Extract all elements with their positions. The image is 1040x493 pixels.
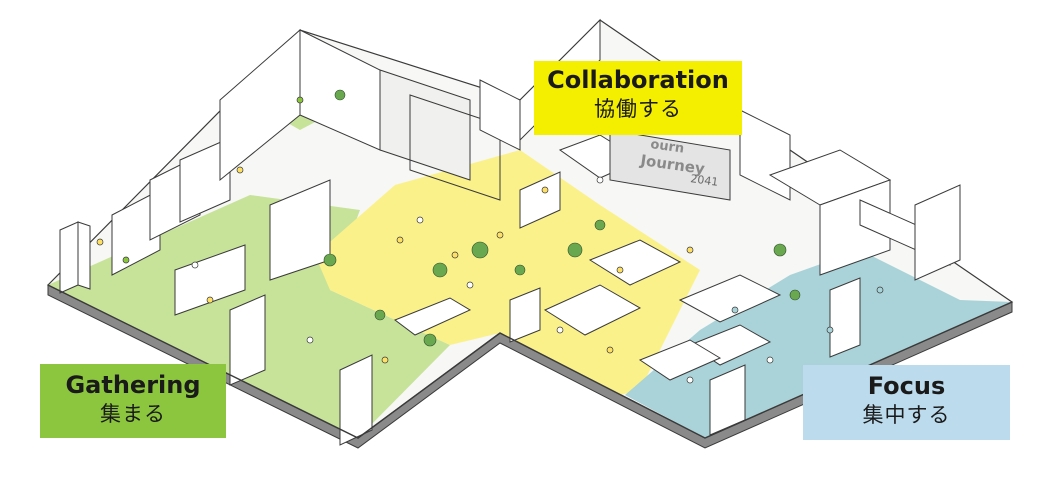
focus-subtitle: 集中する [862,403,951,427]
collaboration-floor [315,150,700,395]
zone-label-focus: Focus 集中する [803,365,1010,440]
banner-line1: ourn [649,137,685,157]
collaboration-title: Collaboration [547,66,729,94]
center-meeting-rooms [379,18,601,201]
focus-title: Focus [867,372,946,400]
collaboration-subtitle: 協働する [594,97,682,121]
people [96,96,884,384]
zone-label-collaboration: Collaboration 協働する [534,61,742,135]
plants [323,89,801,347]
zone-label-gathering: Gathering 集まる [40,364,226,438]
banner-line3: 2041 [690,172,720,189]
gathering-subtitle: 集まる [100,402,166,426]
focus-rooms [638,109,961,436]
journey-banner: ourn Journey 2041 [609,129,731,201]
gathering-booths [59,28,381,446]
gathering-title: Gathering [65,371,201,399]
collaboration-furniture [393,134,682,343]
